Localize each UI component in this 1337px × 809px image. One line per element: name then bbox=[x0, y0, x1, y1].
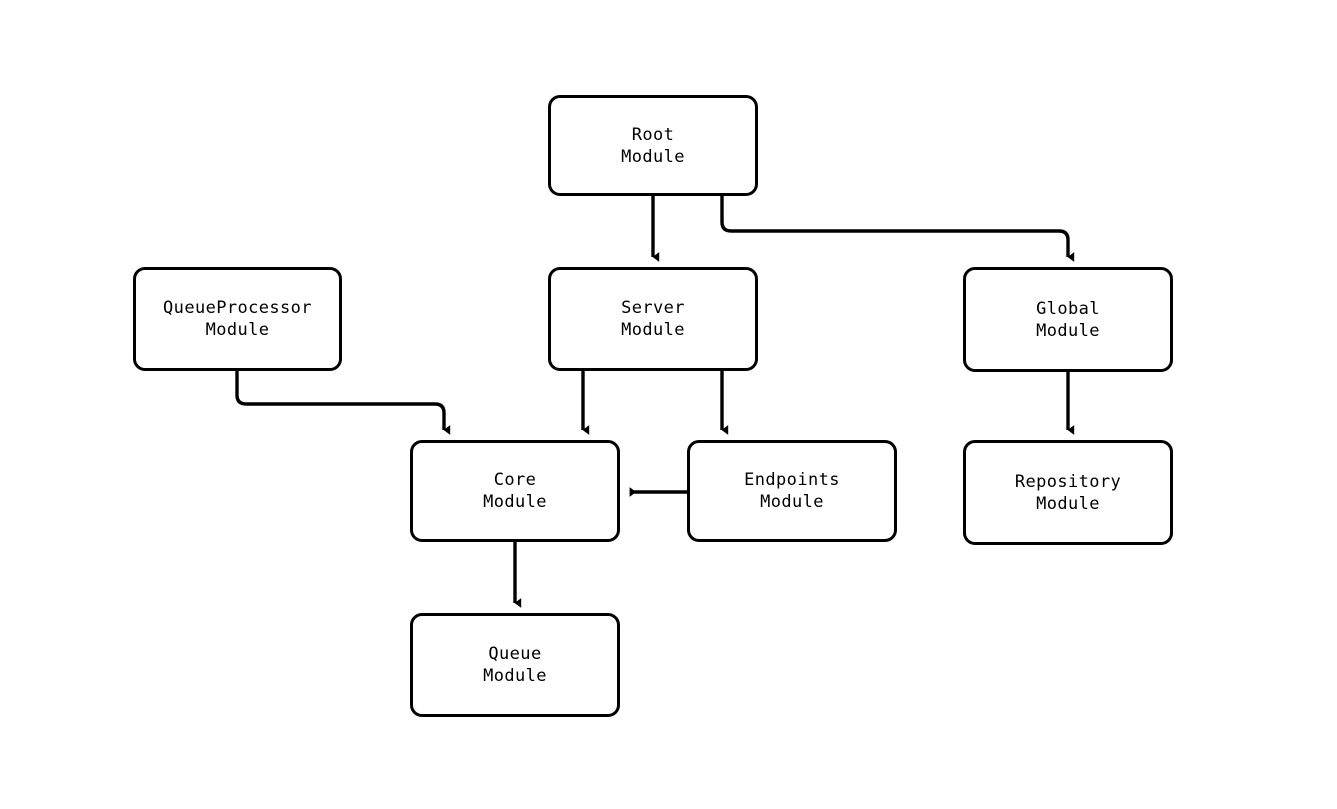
node-global-module-line1: Global bbox=[1036, 298, 1100, 319]
node-endpoints-module-line1: Endpoints bbox=[744, 470, 840, 490]
node-root-module-line1: Root bbox=[631, 124, 675, 145]
node-endpoints-module[interactable]: Endpoints Module bbox=[687, 440, 897, 542]
node-root-module[interactable]: Root Module bbox=[548, 95, 758, 196]
node-queueprocessor-module[interactable]: QueueProcessor Module bbox=[133, 267, 342, 371]
node-repository-module[interactable]: Repository Module bbox=[963, 440, 1173, 545]
node-endpoints-module-line2: Module bbox=[760, 492, 824, 512]
node-repository-module-line1: Repository bbox=[1014, 471, 1122, 492]
node-global-module-line2: Module bbox=[1036, 320, 1100, 341]
edge-root-to-global bbox=[720, 196, 1075, 262]
node-core-module-line2: Module bbox=[483, 492, 547, 512]
node-server-module-line1: Server bbox=[621, 298, 685, 318]
node-queueprocessor-module-line2: Module bbox=[205, 320, 270, 340]
node-core-module[interactable]: Core Module bbox=[410, 440, 620, 542]
node-root-module-line2: Module bbox=[621, 146, 685, 167]
node-repository-module-line2: Module bbox=[1036, 493, 1100, 514]
node-queue-module-line2: Module bbox=[483, 666, 547, 686]
node-queue-module-line1: Queue bbox=[488, 644, 542, 664]
node-server-module-line2: Module bbox=[621, 320, 685, 340]
node-queue-module[interactable]: Queue Module bbox=[410, 613, 620, 717]
node-server-module[interactable]: Server Module bbox=[548, 267, 758, 371]
node-queueprocessor-module-line1: QueueProcessor bbox=[163, 298, 312, 318]
edge-queueprocessor-to-core bbox=[235, 371, 451, 435]
node-global-module[interactable]: Global Module bbox=[963, 267, 1173, 372]
node-core-module-line1: Core bbox=[493, 470, 537, 490]
